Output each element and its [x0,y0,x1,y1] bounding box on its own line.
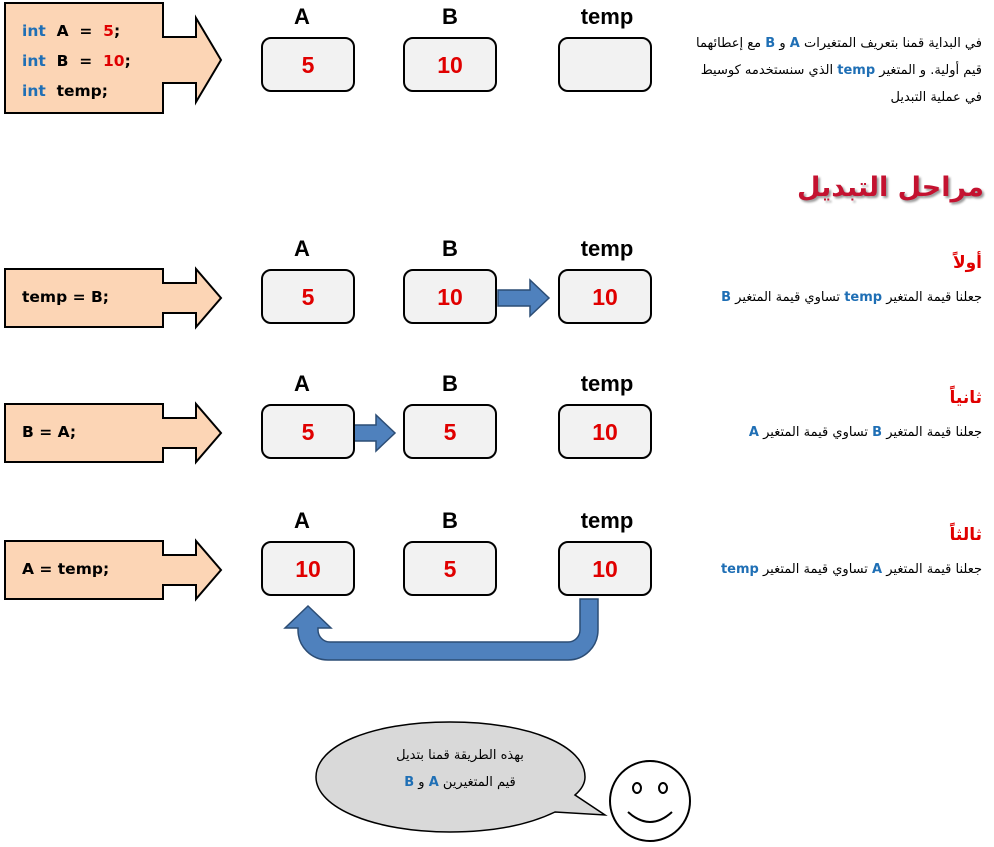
code-arrow-init [4,2,223,114]
code-arrow-step3 [4,538,223,602]
box-a: 5 [261,37,355,92]
step2-title: ثانياً [949,388,982,408]
label-a: A [294,371,310,396]
arrow-temp-to-a [283,598,599,661]
section-heading: مراحل التبديل [797,172,984,203]
label-b: B [442,236,458,261]
speech-bubble [315,721,608,833]
label-temp: temp [580,4,634,29]
label-a: A [294,508,310,533]
code-line-a: int A = 5; [22,22,121,40]
bubble-line2: قيم المتغيرين A و B [404,775,516,790]
label-a: A [294,236,310,261]
code-line-b: int B = 10; [22,52,131,70]
label-b: B [442,371,458,396]
box-a: 10 [261,541,355,596]
box-b: 10 [403,269,497,324]
code-step1: temp = B; [22,288,109,306]
step1-title: أولاً [952,253,982,273]
box-b: 10 [403,37,497,92]
box-b: 5 [403,404,497,459]
box-temp: 10 [558,404,652,459]
label-b: B [442,4,458,29]
step1-description: جعلنا قيمة المتغير temp تساوي قيمة المتغ… [721,290,982,305]
step2-description: جعلنا قيمة المتغير B تساوي قيمة المتغير … [748,425,982,440]
step3-description: جعلنا قيمة المتغير A تساوي قيمة المتغير … [720,562,982,577]
bubble-line1: بهذه الطريقة قمنا بتديل [396,748,524,763]
box-a: 5 [261,269,355,324]
box-temp [558,37,652,92]
arrow-b-to-temp [497,278,551,318]
label-temp: temp [580,508,634,533]
intro-description: في البداية قمنا بتعريف المتغيرات A و B م… [696,36,982,105]
label-temp: temp [580,371,634,396]
bubble-text: بهذه الطريقة قمنا بتديل قيم المتغيرين A … [340,742,580,796]
code-line-temp: int temp; [22,82,108,100]
label-temp: temp [580,236,634,261]
code-step3: A = temp; [22,560,110,578]
label-a: A [294,4,310,29]
smiley-face-icon [609,760,691,842]
label-b: B [442,508,458,533]
step3-title: ثالثاً [949,525,982,545]
box-temp: 10 [558,269,652,324]
code-arrow-step2 [4,401,223,465]
box-temp: 10 [558,541,652,596]
code-init-block: int A = 5; int B = 10; int temp; [22,16,131,106]
box-a: 5 [261,404,355,459]
code-arrow-step1 [4,266,223,330]
box-b: 5 [403,541,497,596]
code-step2: B = A; [22,423,77,441]
